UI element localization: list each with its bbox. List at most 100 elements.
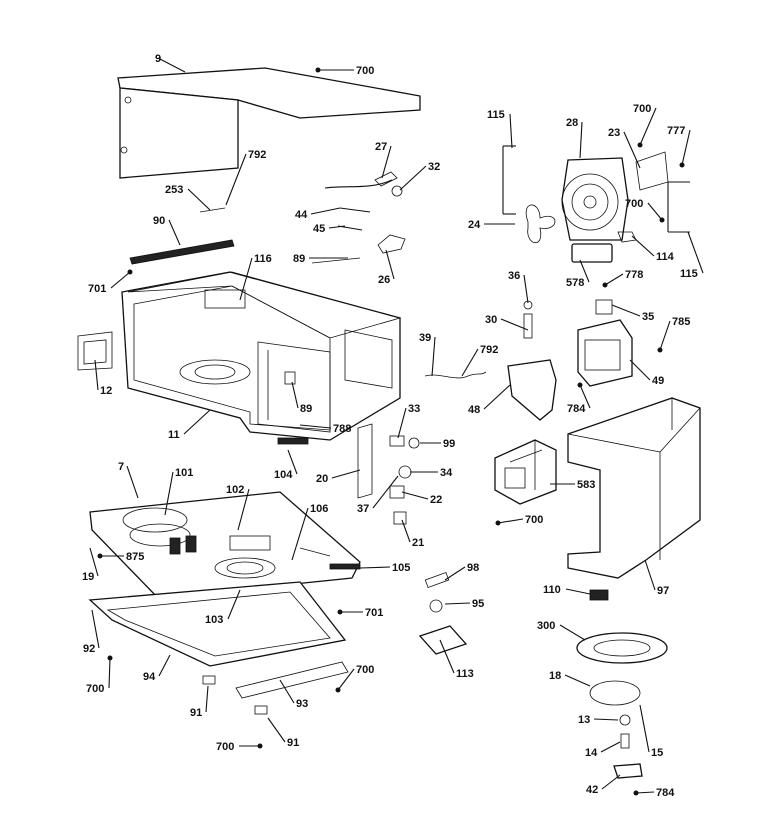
leader-line bbox=[91, 609, 100, 649]
leader-line bbox=[225, 153, 247, 206]
part-number-label: 21 bbox=[412, 537, 424, 549]
part-number-label: 42 bbox=[586, 784, 598, 796]
part-number-label: 700 bbox=[633, 103, 651, 115]
callout-c48: 48 bbox=[468, 384, 511, 416]
leader-line bbox=[168, 219, 181, 246]
leader-line bbox=[359, 566, 391, 569]
interlock-switches bbox=[357, 423, 420, 525]
screw-dot bbox=[495, 520, 501, 526]
leader-line bbox=[89, 547, 99, 577]
part-number-label: 102 bbox=[226, 484, 244, 496]
callout-c26: 26 bbox=[378, 249, 395, 286]
transformer-583 bbox=[494, 439, 557, 505]
callout-c89b: 89 bbox=[291, 381, 312, 415]
callout-c92: 92 bbox=[83, 609, 100, 655]
callout-c115b: 115 bbox=[680, 231, 704, 280]
small-parts-lower-middle bbox=[418, 571, 468, 655]
screw-dot bbox=[127, 269, 133, 275]
leader-line bbox=[431, 336, 436, 377]
part-number-label: 700 bbox=[356, 664, 374, 676]
callout-c14: 14 bbox=[585, 741, 621, 759]
callout-c777: 777 bbox=[667, 125, 691, 168]
callout-c30: 30 bbox=[485, 314, 529, 331]
leader-line bbox=[639, 704, 650, 753]
turntable-assembly bbox=[576, 632, 668, 779]
part-number-label: 97 bbox=[657, 585, 669, 597]
part-number-label: 34 bbox=[440, 467, 453, 479]
callout-c700g: 700 bbox=[495, 514, 543, 526]
leader-line bbox=[500, 318, 529, 331]
callout-c778: 778 bbox=[602, 269, 643, 288]
part-number-label: 91 bbox=[190, 707, 202, 719]
waveguide-48 bbox=[424, 359, 557, 421]
callout-c15: 15 bbox=[639, 704, 663, 759]
screw-dot bbox=[257, 743, 263, 749]
callout-c701a: 701 bbox=[88, 269, 133, 295]
leader-line bbox=[183, 409, 211, 435]
part-number-label: 701 bbox=[88, 283, 106, 295]
part-number-label: 89 bbox=[293, 253, 305, 265]
leader-line bbox=[600, 741, 621, 753]
part-number-label: 700 bbox=[356, 65, 374, 77]
callout-c101: 101 bbox=[164, 467, 193, 516]
part-number-label: 11 bbox=[168, 429, 180, 441]
callout-c792a: 792 bbox=[225, 149, 266, 206]
part-number-label: 99 bbox=[443, 438, 455, 450]
leader-line bbox=[397, 407, 407, 439]
callout-c103: 103 bbox=[205, 589, 241, 626]
part-number-label: 91 bbox=[287, 737, 299, 749]
part-number-label: 14 bbox=[585, 747, 598, 759]
callout-c875: 875 bbox=[97, 551, 144, 563]
callout-c21: 21 bbox=[401, 519, 424, 549]
leader-line bbox=[94, 359, 99, 391]
callout-c578: 578 bbox=[566, 259, 590, 289]
part-number-label: 101 bbox=[175, 467, 193, 479]
callout-c701b: 701 bbox=[337, 607, 383, 619]
part-number-label: 9 bbox=[155, 53, 161, 65]
callout-c300: 300 bbox=[537, 620, 586, 641]
leader-line bbox=[310, 207, 341, 215]
part-number-label: 33 bbox=[408, 403, 420, 415]
callout-c32: 32 bbox=[399, 161, 440, 191]
side-panel-97 bbox=[567, 397, 701, 601]
part-number-label: 20 bbox=[316, 473, 328, 485]
callout-c34: 34 bbox=[410, 467, 453, 479]
callout-c792b: 792 bbox=[461, 344, 498, 377]
outer-case-top-9 bbox=[117, 67, 421, 179]
part-number-label: 700 bbox=[625, 198, 643, 210]
base-plate-7 bbox=[89, 491, 361, 599]
callout-c102: 102 bbox=[226, 484, 250, 531]
callout-c700f: 700 bbox=[625, 198, 665, 223]
leader-line bbox=[401, 491, 429, 500]
leader-line bbox=[611, 304, 641, 317]
leader-line bbox=[461, 348, 479, 377]
callout-c784a: 784 bbox=[567, 382, 591, 415]
leader-line bbox=[444, 566, 466, 581]
leader-line bbox=[267, 717, 286, 743]
leader-line bbox=[579, 121, 583, 159]
part-number-label: 103 bbox=[205, 614, 223, 626]
leader-line bbox=[559, 624, 586, 641]
part-number-label: 114 bbox=[656, 251, 675, 263]
part-number-label: 700 bbox=[86, 683, 104, 695]
part-number-label: 792 bbox=[248, 149, 266, 161]
callout-c11: 11 bbox=[168, 409, 211, 441]
bottom-panel-94 bbox=[88, 581, 349, 715]
leader-line bbox=[279, 679, 295, 704]
leader-line bbox=[629, 359, 651, 381]
leader-line bbox=[604, 273, 624, 286]
leader-line bbox=[157, 57, 186, 73]
part-number-label: 583 bbox=[577, 479, 595, 491]
part-number-label: 777 bbox=[667, 125, 685, 137]
leader-line bbox=[444, 602, 471, 605]
leader-line bbox=[291, 507, 309, 561]
callout-c27: 27 bbox=[375, 141, 392, 179]
part-number-label: 13 bbox=[578, 714, 590, 726]
callout-c24: 24 bbox=[468, 219, 515, 231]
part-number-label: 15 bbox=[651, 747, 663, 759]
leader-line bbox=[399, 165, 427, 191]
callout-c33: 33 bbox=[397, 403, 420, 439]
leader-line bbox=[401, 519, 411, 543]
part-number-label: 12 bbox=[100, 385, 112, 397]
leader-line bbox=[187, 188, 211, 211]
